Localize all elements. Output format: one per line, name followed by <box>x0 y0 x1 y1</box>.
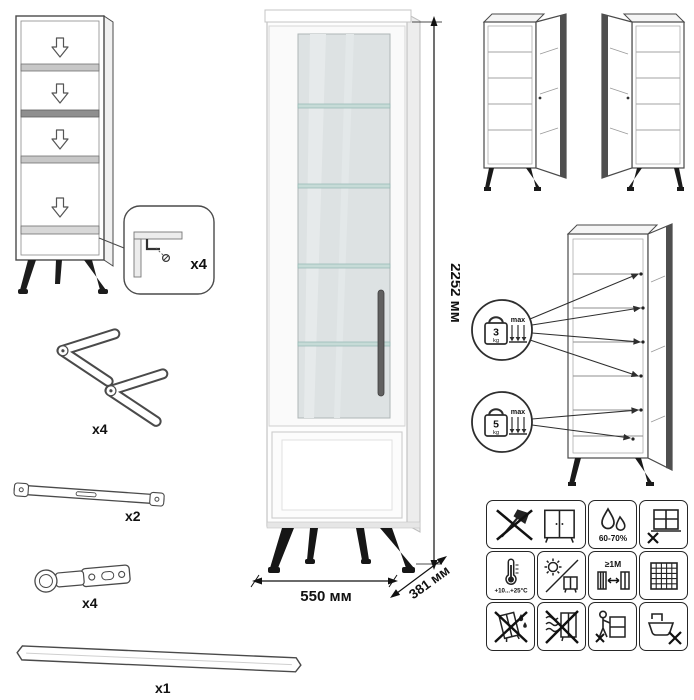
glass-shelf <box>297 103 391 347</box>
load-cabinet-open-view <box>566 223 673 486</box>
humidity-label: 60-70% <box>598 534 627 543</box>
sink-icon <box>647 612 682 645</box>
care-tile-carry <box>588 602 637 651</box>
care-tile-distance: ≥1M <box>588 551 637 600</box>
bottom-shelf-load-value: 5 <box>493 419 499 431</box>
bottom-shelf-load-unit: kg <box>493 430 499 436</box>
door-handle <box>377 289 385 397</box>
hinge-part-diagram: x4 <box>34 564 131 611</box>
carry-cabinet-icon <box>594 610 626 643</box>
care-pictogram-grid: 60-70% <box>486 500 688 651</box>
leg-shape <box>104 368 169 427</box>
handle-shape <box>16 645 302 673</box>
glass-door <box>268 25 406 427</box>
main-cabinet-view: 2252 мм 550 мм 381 мм <box>250 9 460 605</box>
care-tile-sun-shade <box>537 551 586 600</box>
height-dimension-label: 2252 мм <box>447 263 460 323</box>
load-arrows <box>529 273 642 441</box>
humidity-icon: 60-70% <box>598 506 627 543</box>
care-tile-humidity: 60-70% <box>588 500 637 549</box>
width-dimension-label: 550 мм <box>300 588 351 605</box>
no-sharp-tools-icon <box>496 508 575 543</box>
care-tile-no-sharp-tools <box>486 500 586 549</box>
sketch-shelf <box>20 155 100 164</box>
temperature-label: +10...+25°C <box>494 587 528 594</box>
hinge-shape <box>34 564 131 593</box>
lower-door <box>271 431 403 519</box>
bottom-shelf-load-max: max <box>511 407 525 416</box>
care-tile-no-spill <box>486 602 535 651</box>
glass-shelf-load-unit: kg <box>493 338 499 344</box>
care-tile-no-steam <box>537 602 586 651</box>
detail-callout: x4 <box>123 205 215 295</box>
legs-qty-label: x4 <box>92 421 108 437</box>
door-variant-left <box>601 13 686 191</box>
insert-arrow-icon <box>51 37 69 218</box>
cabinet-sketch <box>15 15 114 294</box>
no-window-icon <box>646 508 681 544</box>
bracket-qty-label: x4 <box>190 256 207 273</box>
glass-shelf-load-max: max <box>511 315 525 324</box>
door-variants-diagram <box>482 13 686 191</box>
care-tile-temperature: +10...+25°C <box>486 551 535 600</box>
care-tile-ventilation-grid <box>639 551 688 600</box>
cabinet-legs <box>268 528 415 573</box>
callout-bracket-detail <box>133 231 183 278</box>
sketch-bottom-rail <box>20 225 100 235</box>
no-steam-icon <box>544 609 579 644</box>
leg-shape <box>56 328 121 387</box>
sketch-legs <box>18 260 108 294</box>
hinge-qty-label: x4 <box>82 595 98 611</box>
width-dimension <box>250 574 398 588</box>
legs-part-diagram: x4 <box>56 328 169 437</box>
distance-icon: ≥1M <box>596 559 630 590</box>
exploded-cabinet-diagram: x4 <box>15 15 215 295</box>
rail-part-diagram: x2 <box>13 482 165 524</box>
rail-shape <box>13 482 165 507</box>
no-spill-icon <box>493 610 528 643</box>
sketch-shelf <box>20 109 100 118</box>
glass-shelf-load-value: 3 <box>493 327 499 339</box>
sun-shade-icon <box>544 558 578 593</box>
load-badge-5kg: 5 kg max <box>471 391 533 453</box>
load-badge-3kg: 3 kg max <box>471 299 533 361</box>
ventilation-grid-icon <box>649 561 678 590</box>
cabinet-top-cap <box>264 9 412 23</box>
door-variant-right <box>482 13 567 191</box>
distance-label: ≥1M <box>604 559 620 569</box>
sketch-shelf <box>20 63 100 72</box>
handle-qty-label: x1 <box>155 680 171 696</box>
care-tile-no-wet-cleaning <box>639 602 688 651</box>
thermometer-icon: +10...+25°C <box>494 558 528 594</box>
handle-part-diagram: x1 <box>16 645 302 696</box>
rail-qty-label: x2 <box>125 508 141 524</box>
care-tile-no-window-sun <box>639 500 688 549</box>
depth-dimension <box>390 556 447 598</box>
shelf-load-diagram: 3 kg max 5 kg max <box>471 223 673 486</box>
cabinet-side-panel <box>406 13 421 533</box>
